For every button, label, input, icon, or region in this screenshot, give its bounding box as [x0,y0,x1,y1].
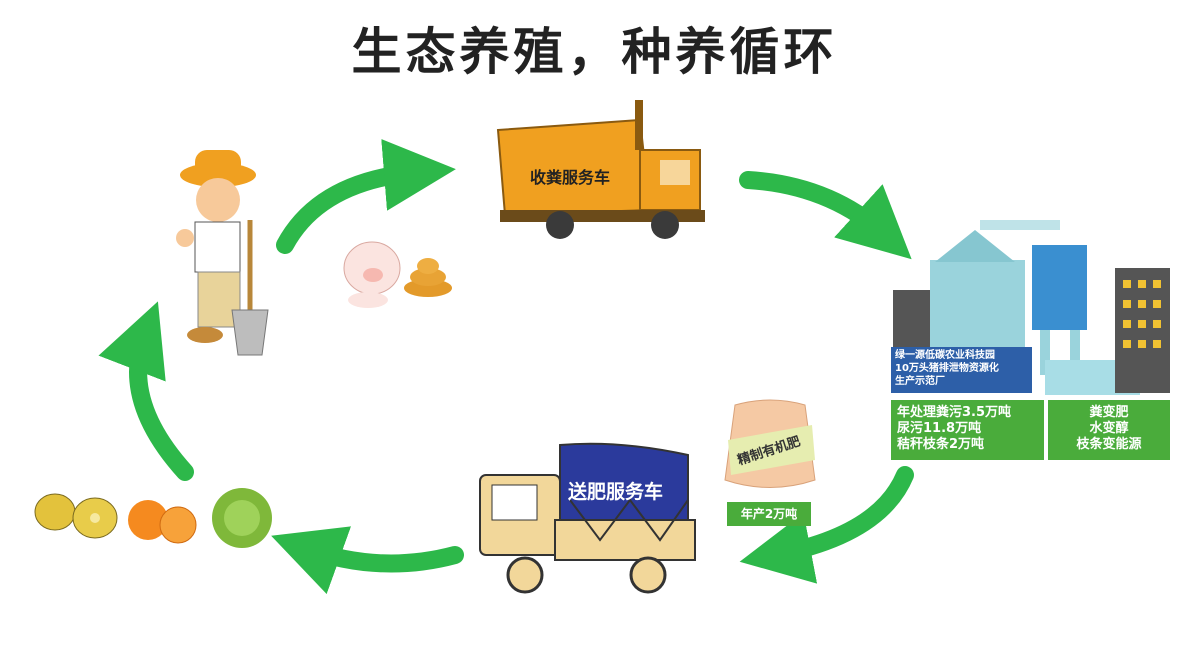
factory-name-box: 绿一源低碳农业科技园 10万头猪排泄物资源化 生产示范厂 [891,347,1032,393]
conversion-line: 粪变肥 [1089,405,1129,420]
collection-truck-label: 收粪服务车 [530,168,611,187]
processing-line: 年处理粪污3.5万吨 [897,405,1012,420]
fertilizer-bag-icon [724,399,816,488]
fruit-kiwi-icon [34,493,118,539]
arrow-farmer-to-truck [276,138,456,254]
conversion-line: 水变醇 [1089,421,1129,436]
pig-icon [343,241,401,308]
factory-name-line: 生产示范厂 [895,376,945,387]
page-title: 生态养殖，种养循环 [351,23,838,81]
fertilizer-output-badge: 年产2万吨 [727,502,811,526]
conversion-box: 粪变肥 水变醇 枝条变能源 [1048,400,1170,460]
farmer-icon [176,150,269,356]
processing-line: 秸秆枝条2万吨 [897,437,985,452]
arrow-truck-to-fruits [271,526,464,595]
fruit-chestnut-icon [212,488,272,548]
delivery-truck-label: 送肥服务车 [568,481,664,503]
arrow-factory-to-bag [739,466,914,584]
factory-icon [893,220,1170,395]
conversion-line: 枝条变能源 [1076,437,1142,452]
arrow-truck-to-factory [739,171,912,260]
delivery-truck-icon [479,442,696,594]
processing-line: 尿污11.8万吨 [897,421,982,436]
collection-truck-icon [496,100,705,239]
manure-icon [404,258,452,297]
fruit-orange-icon [128,500,197,544]
processing-capacity-box: 年处理粪污3.5万吨 尿污11.8万吨 秸秆枝条2万吨 [891,400,1044,460]
arrow-fruits-to-farmer [98,301,194,481]
factory-name-line: 10万头猪排泄物资源化 [895,363,999,374]
factory-name-line: 绿一源低碳农业科技园 [895,350,995,361]
